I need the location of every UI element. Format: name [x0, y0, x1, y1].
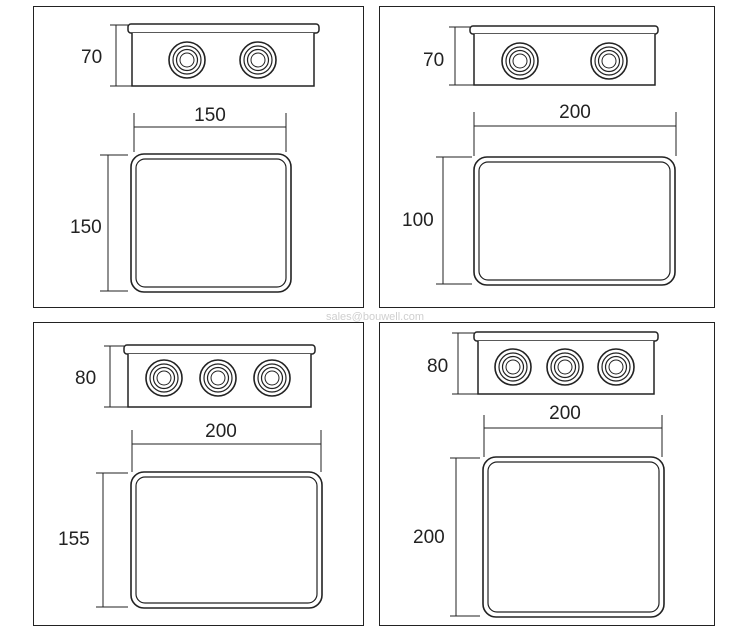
- height-dimension-2: 70: [423, 26, 474, 86]
- depth-dimension-2: 100: [402, 156, 472, 285]
- depth-dimension-4: 200: [413, 457, 480, 617]
- watermark-text: sales@bouwell.com: [326, 311, 424, 323]
- width-label: 200: [549, 403, 581, 424]
- side-view-3: [123, 344, 316, 408]
- depth-label: 200: [413, 527, 445, 548]
- width-label: 200: [559, 102, 591, 123]
- height-label: 70: [81, 47, 102, 68]
- side-view-1: [127, 23, 320, 87]
- cable-gland-icon: [590, 42, 628, 80]
- width-label: 200: [205, 421, 237, 442]
- cable-gland-icon: [253, 359, 291, 397]
- width-dimension-1: 150: [133, 105, 287, 152]
- height-dimension-3: 80: [75, 345, 128, 408]
- height-label: 70: [423, 50, 444, 71]
- depth-label: 150: [70, 217, 102, 238]
- top-view-3: [130, 471, 323, 609]
- cable-gland-icon: [546, 348, 584, 386]
- height-dimension-4: 80: [427, 332, 478, 395]
- cable-gland-icon: [494, 348, 532, 386]
- height-dimension-1: 70: [81, 24, 132, 87]
- width-dimension-4: 200: [483, 403, 663, 457]
- depth-label: 155: [58, 529, 90, 550]
- top-view-1: [130, 153, 292, 293]
- cable-gland-icon: [168, 41, 206, 79]
- top-view-2: [473, 156, 676, 286]
- width-dimension-2: 200: [473, 102, 677, 156]
- cable-gland-icon: [597, 348, 635, 386]
- width-dimension-3: 200: [131, 421, 322, 472]
- depth-dimension-3: 155: [58, 472, 128, 608]
- height-label: 80: [427, 356, 448, 377]
- side-view-4: [473, 331, 659, 395]
- cable-gland-icon: [501, 42, 539, 80]
- cable-gland-icon: [145, 359, 183, 397]
- cable-gland-icon: [199, 359, 237, 397]
- height-label: 80: [75, 368, 96, 389]
- depth-label: 100: [402, 210, 434, 231]
- top-view-4: [482, 456, 665, 618]
- depth-dimension-1: 150: [70, 154, 128, 292]
- side-view-2: [469, 25, 659, 86]
- cable-gland-icon: [239, 41, 277, 79]
- width-label: 150: [194, 105, 226, 126]
